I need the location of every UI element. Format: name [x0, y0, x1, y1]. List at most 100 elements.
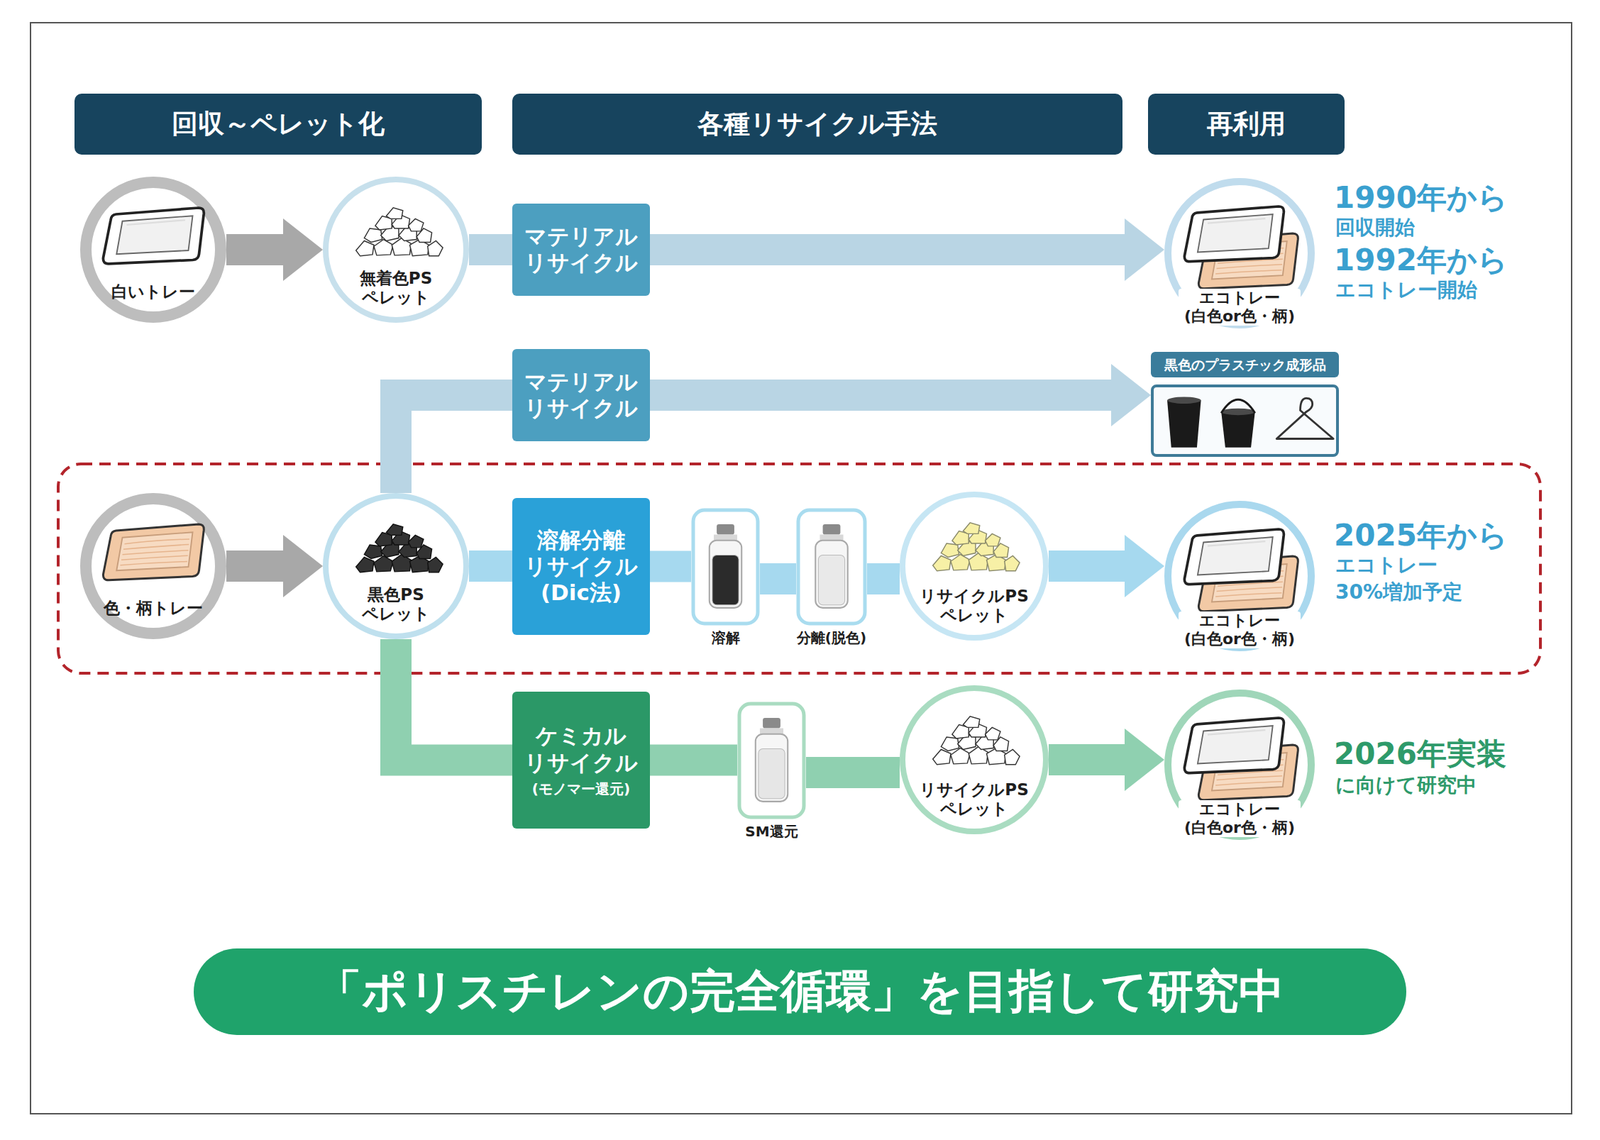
node-text: 分離(脱色) — [796, 630, 867, 650]
flow-band — [759, 563, 797, 595]
frame — [739, 703, 804, 818]
product-box: 黒色のプラスチック成形品 — [1150, 351, 1339, 457]
bottle-frame — [737, 701, 807, 844]
note-text: エコトレー — [1335, 554, 1438, 577]
node-text: エコトレー (白色or色・柄) — [1178, 288, 1301, 326]
circle-ring — [1167, 181, 1312, 325]
icon — [1184, 206, 1284, 262]
node-text: 白いトレー — [111, 282, 196, 302]
frame — [693, 510, 758, 624]
section-header: 回収～ペレット化 — [74, 93, 482, 155]
flow-band — [395, 639, 513, 761]
note-text: 1990年から — [1333, 181, 1508, 215]
flow-band — [649, 551, 692, 583]
header-text: 回収～ペレット化 — [171, 108, 385, 140]
section-header: 各種リサイクル手法 — [512, 93, 1123, 155]
flow-arrow — [226, 534, 323, 598]
flow-arrow — [395, 639, 513, 761]
node-text: エコトレー (白色or色・柄) — [1178, 611, 1301, 649]
node-text: マテリアル リサイクル — [519, 368, 643, 422]
flow-arrow — [649, 759, 738, 761]
circle-ring — [85, 182, 221, 318]
note-text: 回収開始 — [1335, 217, 1415, 240]
node-text: 色・柄トレー — [103, 598, 203, 619]
flow-arrow — [395, 395, 513, 494]
flow-band — [226, 234, 284, 266]
circle-ring — [1167, 504, 1312, 648]
arrow-head — [1124, 218, 1165, 281]
circle-ring — [902, 494, 1046, 638]
item-circle: 無着色PS ペレット — [322, 176, 470, 323]
icon — [933, 716, 1020, 765]
node-text: 無着色PS ペレット — [339, 268, 453, 308]
flow-band — [226, 550, 284, 582]
flow-band — [1048, 550, 1125, 582]
bottle-icon — [709, 524, 742, 609]
node-text: 溶解分離 リサイクル (Dic法) — [519, 527, 643, 607]
flow-band — [395, 395, 513, 494]
node-text: リサイクルPS ペレット — [917, 586, 1031, 626]
header-text: 再利用 — [1206, 108, 1286, 140]
goal-banner: 「ポリスチレンの完全循環」を目指して研究中 — [193, 948, 1407, 1036]
bottle-icon — [815, 524, 848, 609]
item-circle: 白いトレー — [80, 176, 227, 323]
note-text: 2026年実装 — [1333, 737, 1507, 771]
node-text: SM還元 — [745, 823, 798, 844]
node-text: (モノマー還元) — [519, 780, 643, 798]
node-text: 「ポリスチレンの完全循環」を目指して研究中 — [316, 964, 1285, 1019]
flow-band — [649, 379, 1112, 411]
bottle-frame — [691, 508, 760, 650]
flow-band — [469, 234, 513, 266]
note-text: に向けて研究中 — [1335, 774, 1477, 797]
circle-ring — [1167, 693, 1312, 837]
node-text: 溶解 — [711, 630, 741, 650]
flow-band — [649, 745, 738, 777]
flow-band — [469, 550, 513, 582]
bottle-icon — [755, 718, 788, 802]
icon — [356, 207, 443, 257]
flow-arrow — [1048, 728, 1165, 792]
flow-arrow — [1048, 534, 1165, 598]
flow-band — [867, 563, 900, 595]
product-circle: エコトレー (白色or色・柄) — [1164, 178, 1315, 329]
icon — [102, 207, 204, 264]
flow-arrow — [649, 566, 692, 567]
note-text: 1992年から — [1333, 244, 1508, 277]
item-circle: 色・柄トレー — [80, 493, 227, 640]
icon — [933, 522, 1020, 572]
flow-band — [1048, 744, 1125, 776]
node-text: 黒色のプラスチック成形品 — [1150, 351, 1339, 378]
process-bottle: 溶解 — [691, 508, 760, 650]
flow-arrow — [759, 578, 797, 580]
flow-arrow — [649, 218, 1165, 281]
bottle-frame — [796, 508, 868, 650]
flow-arrow — [649, 363, 1151, 427]
flow-arrow — [469, 566, 513, 567]
process-bottle: 分離(脱色) — [796, 508, 868, 650]
process-box: マテリアル リサイクル — [512, 203, 650, 296]
node-text: ケミカル リサイクル — [519, 723, 643, 776]
flow-arrow — [226, 218, 323, 281]
node-text: 黒色PS ペレット — [339, 585, 453, 624]
node-text: リサイクルPS ペレット — [917, 780, 1031, 819]
arrow-head — [283, 218, 323, 281]
product-icons — [1150, 384, 1339, 457]
note-text: 30%増加予定 — [1335, 581, 1463, 604]
highlight-frame — [58, 464, 1541, 674]
icon — [102, 524, 204, 581]
process-bottle: SM還元 — [737, 701, 807, 844]
product-circle: エコトレー (白色or色・柄) — [1164, 689, 1315, 841]
frame — [798, 510, 865, 624]
process-box: 溶解分離 リサイクル (Dic法) — [512, 498, 650, 636]
arrow-head — [1111, 363, 1151, 427]
flow-arrow — [806, 772, 900, 774]
note-text: 2025年から — [1333, 519, 1508, 553]
node-text: マテリアル リサイクル — [519, 223, 643, 277]
icon — [356, 524, 443, 573]
circle-outline — [80, 176, 227, 323]
note-text: エコトレー開始 — [1335, 279, 1478, 302]
item-circle: リサイクルPS ペレット — [899, 491, 1049, 641]
icon — [1184, 718, 1284, 774]
arrow-head — [1124, 728, 1165, 792]
